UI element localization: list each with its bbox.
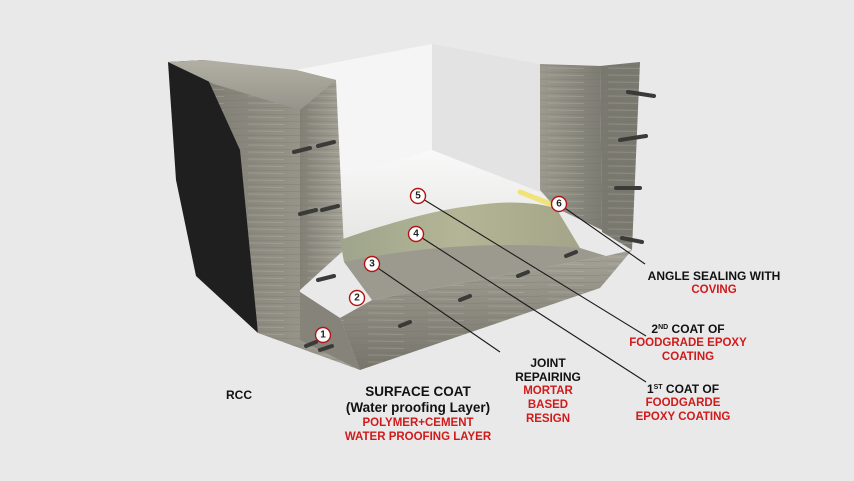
leader-lines xyxy=(371,195,647,383)
label-first-coat: 1ST COAT OF FOODGARDE EPOXY COATING xyxy=(618,382,748,424)
svg-text:3: 3 xyxy=(369,259,375,270)
svg-text:5: 5 xyxy=(415,191,421,202)
label-rcc-text: RCC xyxy=(226,388,252,402)
marker-1: 1 xyxy=(314,326,332,344)
marker-2: 2 xyxy=(348,289,366,307)
left-wall-top xyxy=(168,60,336,110)
first-coat-red1: FOODGARDE xyxy=(645,397,721,409)
marker-3: 3 xyxy=(363,255,381,273)
svg-text:1: 1 xyxy=(320,330,326,341)
first-coat-line: 1ST COAT OF xyxy=(646,382,720,396)
second-coat-red1: FOODGRADE EPOXY xyxy=(629,337,747,349)
svg-text:2: 2 xyxy=(354,293,360,304)
label-angle-sealing: ANGLE SEALING WITH COVING xyxy=(644,269,784,297)
joint-line1: JOINT xyxy=(530,356,566,370)
marker-5: 5 xyxy=(409,187,427,205)
angle-line1: ANGLE SEALING WITH xyxy=(647,269,781,283)
label-joint-repairing: JOINT REPAIRING MORTAR BASED RESIGN xyxy=(510,356,586,426)
surface-coat-line2: WATER PROOFING LAYER xyxy=(344,431,492,443)
rebars xyxy=(292,90,656,352)
label-second-coat: 2ND COAT OF FOODGRADE EPOXY COATING xyxy=(618,322,758,364)
label-rcc: RCC xyxy=(226,388,252,402)
joint-red2: BASED xyxy=(527,399,569,411)
label-surface-coat: SURFACE COAT (Water proofing Layer) POLY… xyxy=(338,384,498,444)
leader-line-4 xyxy=(415,233,647,383)
angle-red: COVING xyxy=(691,284,737,296)
svg-text:4: 4 xyxy=(413,229,419,240)
leader-line-5 xyxy=(417,195,647,337)
first-coat-red2: EPOXY COATING xyxy=(635,411,731,423)
marker-6: 6 xyxy=(550,195,568,213)
joint-line2: REPAIRING xyxy=(515,370,581,384)
surface-coat-line1: POLYMER+CEMENT xyxy=(362,417,474,429)
marker-4: 4 xyxy=(407,225,425,243)
leader-line-3 xyxy=(371,263,501,353)
surface-coat-subtitle: (Water proofing Layer) xyxy=(345,400,491,415)
joint-red1: MORTAR xyxy=(523,385,573,397)
surface-coat-title: SURFACE COAT xyxy=(365,384,471,399)
interior-right-back-wall xyxy=(432,44,540,196)
second-coat-red2: COATING xyxy=(661,351,715,363)
svg-text:6: 6 xyxy=(556,199,562,210)
joint-red3: RESIGN xyxy=(525,413,571,425)
leader-line-6 xyxy=(558,203,646,265)
second-coat-line: 2ND COAT OF xyxy=(651,322,725,336)
